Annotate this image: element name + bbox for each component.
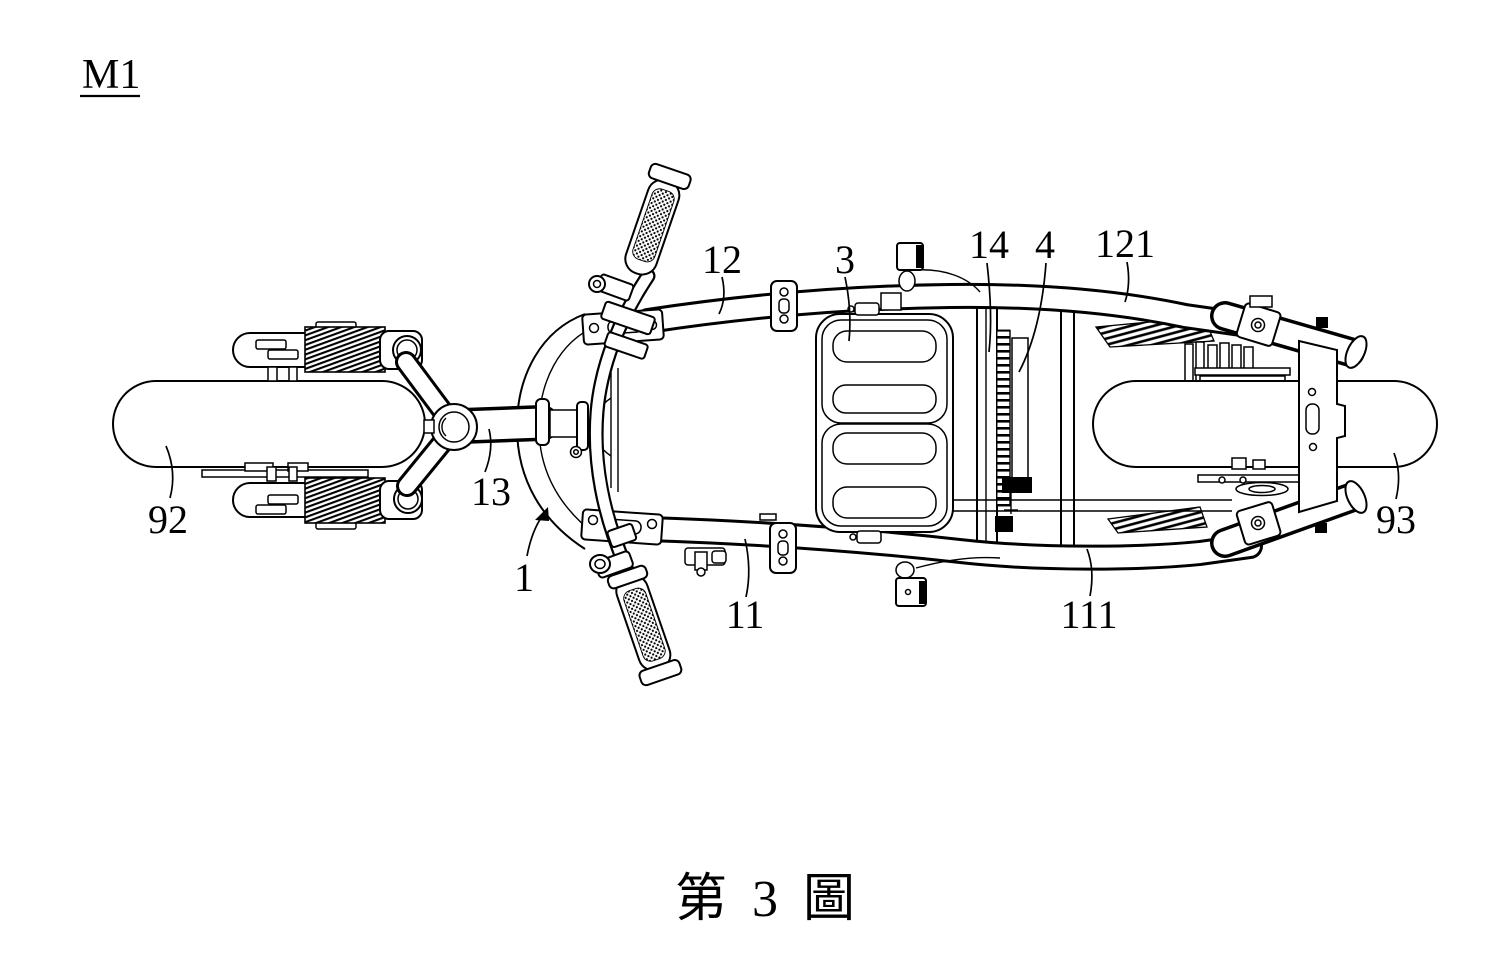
leader-lines bbox=[165, 261, 1400, 598]
steering-head bbox=[423, 398, 589, 459]
leader-4 bbox=[1018, 262, 1047, 373]
leader-13 bbox=[484, 428, 492, 473]
ref-label-3: 3 bbox=[835, 237, 855, 282]
model-label-text: M1 bbox=[82, 52, 140, 98]
mount-bracket-bottom bbox=[895, 556, 1001, 607]
handlebar-grip-bottom bbox=[606, 564, 683, 687]
model-label: M1 bbox=[80, 52, 140, 98]
rear-wheel bbox=[1092, 380, 1438, 497]
frame-tubes bbox=[635, 242, 1368, 607]
ref-label-92: 92 bbox=[148, 497, 188, 542]
ref-label-1: 1 bbox=[514, 555, 534, 600]
ref-label-11: 11 bbox=[726, 592, 765, 637]
leader-92 bbox=[165, 445, 174, 499]
figure-caption: 第 3 圖 bbox=[675, 871, 861, 928]
leader-1-arrowhead bbox=[535, 507, 549, 521]
ref-label-121: 121 bbox=[1095, 221, 1155, 266]
leader-12 bbox=[718, 276, 725, 315]
handlebar-grip-top bbox=[624, 162, 692, 276]
footrest-bracket bbox=[684, 513, 777, 577]
leader-14 bbox=[986, 262, 992, 353]
reference-labels: 12 3 14 4 121 92 13 1 11 111 93 bbox=[148, 221, 1416, 637]
leader-11 bbox=[744, 538, 750, 598]
rear-fender-bracket bbox=[1298, 317, 1346, 533]
ref-label-4: 4 bbox=[1035, 222, 1055, 267]
handlebar bbox=[588, 162, 692, 687]
frame-bracket-top bbox=[770, 280, 798, 332]
ref-label-13: 13 bbox=[471, 469, 511, 514]
mount-bracket-top bbox=[896, 242, 981, 293]
leader-111 bbox=[1086, 548, 1093, 597]
rear-tire bbox=[1092, 380, 1438, 468]
ref-label-93: 93 bbox=[1376, 497, 1416, 542]
front-spring-lower bbox=[304, 477, 386, 524]
leader-121 bbox=[1124, 261, 1130, 303]
front-wheel bbox=[112, 380, 426, 478]
front-suspension bbox=[232, 321, 458, 530]
leader-3 bbox=[844, 276, 851, 342]
front-spring-upper bbox=[304, 326, 386, 373]
battery-box bbox=[815, 302, 954, 544]
ref-label-12: 12 bbox=[702, 237, 742, 282]
frame-bracket-bottom bbox=[769, 522, 797, 574]
leader-93 bbox=[1393, 452, 1400, 500]
ref-label-111: 111 bbox=[1060, 592, 1117, 637]
leader-1 bbox=[526, 514, 544, 557]
controller-heatsink bbox=[952, 300, 1232, 555]
ref-label-14: 14 bbox=[969, 222, 1009, 267]
front-tire bbox=[112, 380, 426, 468]
front-brake-disc bbox=[201, 469, 369, 478]
